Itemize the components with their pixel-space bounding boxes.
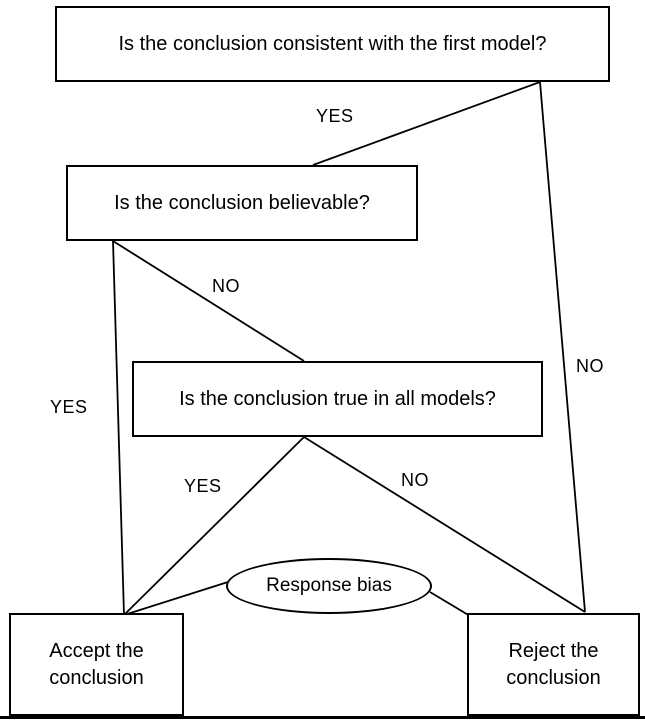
- label-q1-no: NO: [576, 356, 604, 376]
- edge-q2-to-q3: [112, 240, 305, 362]
- edge-q1-to-reject: [539, 81, 586, 613]
- edge-q3-to-accept: [123, 436, 305, 616]
- question-believable: Is the conclusion believable?: [66, 165, 418, 241]
- question-true-all-models: Is the conclusion true in all models?: [132, 361, 543, 437]
- label-q2-yes: YES: [50, 397, 88, 417]
- reject-conclusion-box: Reject the conclusion: [467, 613, 640, 716]
- edge-q1-to-q2: [312, 81, 541, 166]
- label-q1-yes: YES: [316, 106, 354, 126]
- label-q2-no: NO: [212, 276, 240, 296]
- label-q3-no: NO: [401, 470, 429, 490]
- bottom-border-rule: [0, 716, 645, 719]
- edge-q2-to-accept: [112, 240, 125, 616]
- edge-q3-to-reject: [303, 436, 586, 613]
- accept-conclusion-box: Accept the conclusion: [9, 613, 184, 716]
- edge-accept-to-bias: [123, 581, 229, 616]
- label-q3-yes: YES: [184, 476, 222, 496]
- response-bias-ellipse: Response bias: [226, 558, 432, 614]
- question-consistent-first-model: Is the conclusion consistent with the fi…: [55, 6, 610, 82]
- edge-bias-to-reject: [429, 591, 471, 617]
